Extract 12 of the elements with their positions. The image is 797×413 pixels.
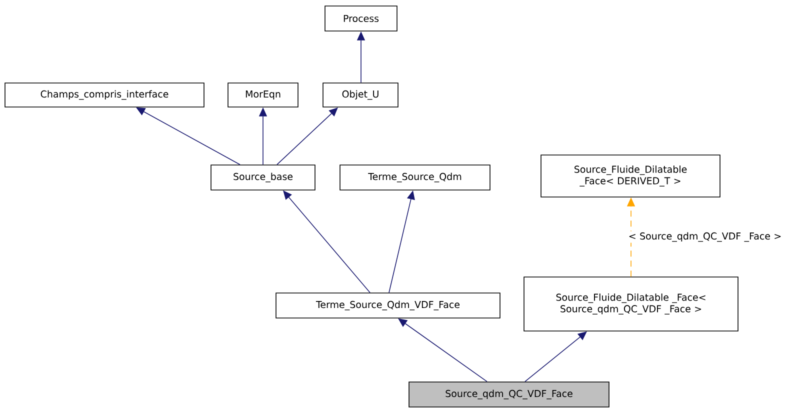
class-box: Process (324, 6, 398, 32)
edge-label: < Source_qdm_QC_VDF _Face > (622, 231, 788, 243)
class-box: Source_qdm_QC_VDF_Face (408, 382, 610, 408)
class-box: Objet_U (322, 82, 398, 108)
class-box: Source_Fluide_Dilatable _Face< Source_qdm_QC_VDF _Face > (524, 276, 738, 332)
inheritance-arrow (136, 107, 240, 165)
class-box: Source_base (210, 164, 316, 190)
class-box: Champs_compris_interface (4, 82, 204, 108)
class-box: Source_Fluide_Dilatable _Face< DERIVED_T > (540, 154, 720, 198)
class-box: MorEqn (228, 82, 298, 108)
class-box: Terme_Source_Qdm_VDF_Face (276, 292, 500, 318)
class-box: Terme_Source_Qdm (340, 164, 490, 190)
